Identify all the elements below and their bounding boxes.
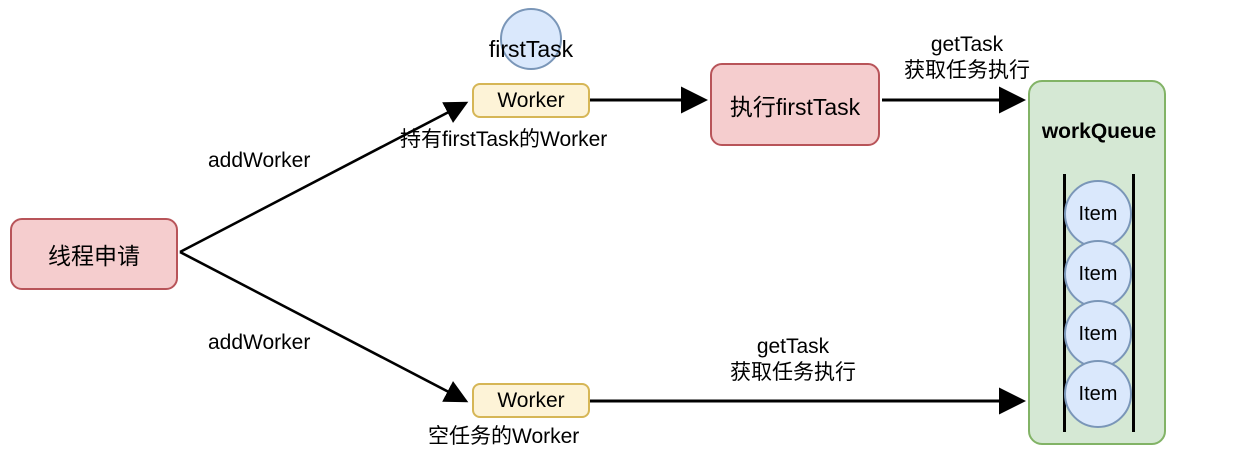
- edge-request-to-worker-bottom: [179, 250, 469, 403]
- edge-request-to-worker-top: [179, 101, 469, 254]
- node-exec-first-task[interactable]: 执行firstTask: [710, 63, 880, 146]
- queue-item[interactable]: Item: [1064, 300, 1132, 368]
- edge-label-get-task-bottom: getTask 获取任务执行: [730, 335, 856, 384]
- node-worker-top[interactable]: Worker: [472, 83, 590, 118]
- queue-item[interactable]: Item: [1064, 360, 1132, 428]
- node-worker-bottom[interactable]: Worker: [472, 383, 590, 418]
- node-first-task-circle[interactable]: [500, 8, 562, 70]
- edge-label-empty-task-worker: 空任务的Worker: [428, 425, 580, 448]
- queue-item[interactable]: Item: [1064, 180, 1132, 248]
- node-thread-request[interactable]: 线程申请: [10, 218, 178, 290]
- work-queue-title: workQueue: [1041, 120, 1157, 143]
- edge-label-hold-first-task-worker: 持有firstTask的Worker: [400, 128, 608, 151]
- queue-rail-left: [1063, 174, 1066, 432]
- edge-label-add-worker-bottom: addWorker: [208, 331, 311, 354]
- edge-label-get-task-top: getTask 获取任务执行: [904, 33, 1030, 82]
- node-first-task-label: firstTask: [488, 36, 574, 62]
- queue-item[interactable]: Item: [1064, 240, 1132, 308]
- queue-rail-right: [1132, 174, 1135, 432]
- edge-label-add-worker-top: addWorker: [208, 149, 311, 172]
- node-work-queue[interactable]: workQueue Item Item Item Item @稀土掘金技术社区: [1028, 80, 1166, 445]
